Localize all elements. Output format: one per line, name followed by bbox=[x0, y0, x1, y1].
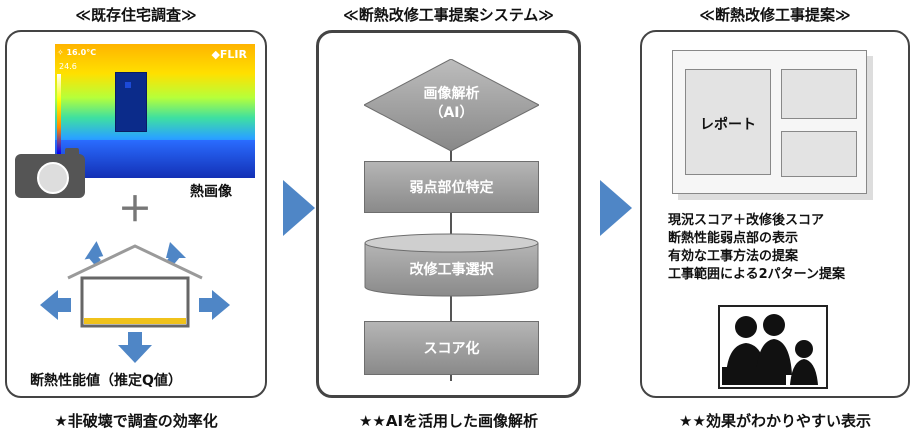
step-renovation-select: 改修工事選択 bbox=[364, 233, 539, 297]
flir-logo: ◆FLIR bbox=[211, 48, 247, 61]
house-label: 断熱性能値（推定Q値） bbox=[30, 373, 182, 389]
meeting-illustration bbox=[718, 305, 828, 389]
step-renovation-select-label: 改修工事選択 bbox=[409, 262, 494, 278]
panel2-frame: 画像解析 （AI） 弱点部位特定 改修工事選択 スコア化 bbox=[316, 30, 581, 398]
flow-arrow-2 bbox=[600, 180, 632, 236]
step-score-label: スコア化 bbox=[423, 341, 480, 357]
panel2-caption: ★★AIを活用した画像解析 bbox=[358, 412, 539, 430]
panel1-caption: ★非破壊で調査の効率化 bbox=[54, 412, 218, 430]
arrow-up-right bbox=[166, 242, 186, 258]
house-roof bbox=[67, 244, 203, 280]
thermal-image: ✧ 16.0°C 24.6 ◆FLIR bbox=[55, 44, 255, 178]
panel2-title: ≪断熱改修工事提案システム≫ bbox=[343, 6, 554, 24]
proposal-item: 断熱性能弱点部の表示 bbox=[668, 231, 799, 246]
report-document: レポート bbox=[672, 50, 877, 202]
house-floor bbox=[84, 318, 186, 324]
step-image-analysis: 画像解析 （AI） bbox=[364, 59, 539, 151]
report-label: レポート bbox=[700, 117, 756, 133]
report-block-bottom bbox=[781, 131, 857, 177]
camera-icon bbox=[15, 148, 85, 198]
arrow-right bbox=[212, 290, 230, 320]
proposal-item: 現況スコア＋改修後スコア bbox=[668, 213, 825, 228]
step-weak-point: 弱点部位特定 bbox=[364, 161, 539, 213]
thermal-label: 熱画像 bbox=[190, 184, 232, 200]
thermal-temp-min: 24.6 bbox=[59, 62, 77, 71]
panel3-title: ≪断熱改修工事提案≫ bbox=[699, 6, 851, 24]
report-main-block: レポート bbox=[685, 69, 771, 175]
panel3-caption: ★★効果がわかりやすい表示 bbox=[679, 412, 871, 430]
step-score: スコア化 bbox=[364, 321, 539, 375]
arrow-down bbox=[118, 345, 152, 363]
plus-sign: ＋ bbox=[118, 190, 152, 230]
heat-arrows bbox=[40, 241, 230, 363]
step-weak-point-label: 弱点部位特定 bbox=[409, 180, 494, 196]
thermal-temp-max: ✧ 16.0°C bbox=[57, 48, 97, 57]
proposal-item: 工事範囲による2パターン提案 bbox=[668, 267, 846, 282]
house-heat-loss-diagram bbox=[40, 241, 230, 363]
step-image-analysis-sub: （AI） bbox=[429, 105, 474, 121]
report-block-top bbox=[781, 69, 857, 119]
step-image-analysis-label: 画像解析 bbox=[423, 86, 480, 102]
proposal-list: 現況スコア＋改修後スコア 断熱性能弱点部の表示 有効な工事方法の提案 工事範囲に… bbox=[668, 212, 845, 284]
arrow-left bbox=[40, 290, 58, 320]
flow-arrow-1 bbox=[283, 180, 315, 236]
panel1-title: ≪既存住宅調査≫ bbox=[75, 6, 197, 24]
proposal-item: 有効な工事方法の提案 bbox=[668, 249, 799, 264]
